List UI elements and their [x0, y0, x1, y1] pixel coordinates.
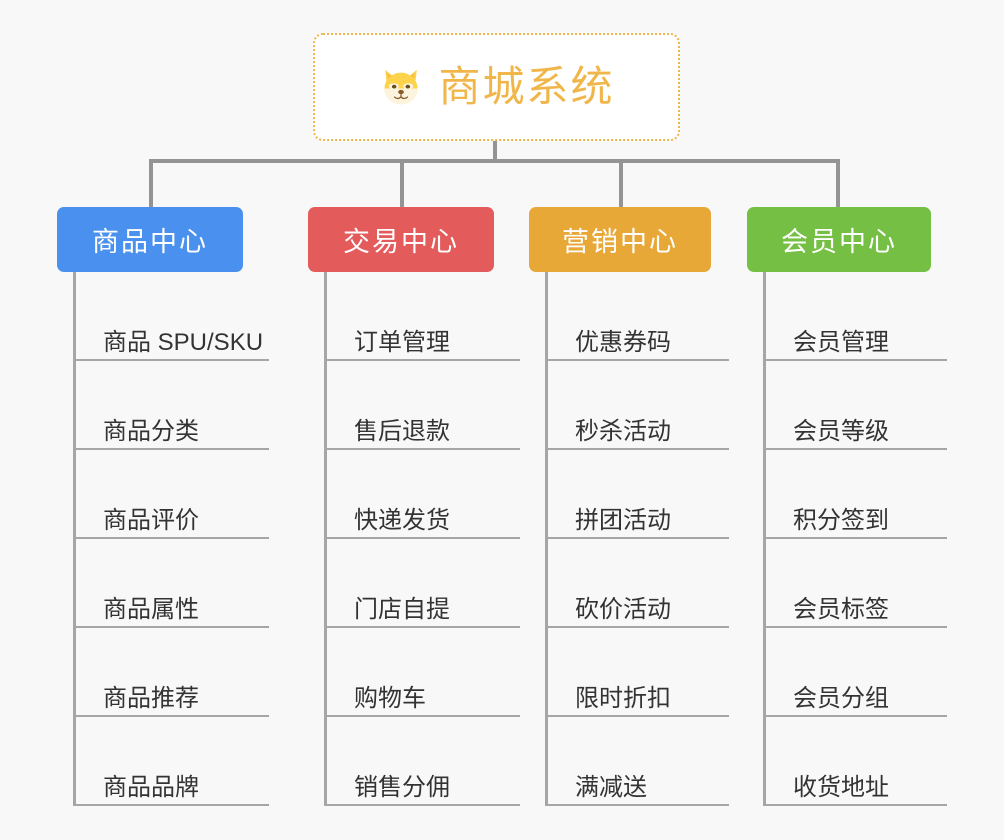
category-title: 交易中心: [343, 227, 459, 257]
leaf-label: 商品 SPU/SKU: [103, 328, 264, 356]
column-marketing-center: 营销中心 优惠券码 秒杀活动 拼团活动 砍价活动 限时折扣 满减送: [529, 207, 729, 806]
connector-drop-2: [400, 159, 404, 209]
leaf-label: 会员等级: [793, 417, 889, 445]
leaf-label: 商品推荐: [103, 684, 199, 712]
leaf-label: 销售分佣: [354, 773, 450, 801]
leaf-item[interactable]: 满减送: [545, 717, 729, 806]
root-node-title: 商城系统: [438, 63, 615, 110]
category-title: 营销中心: [562, 227, 678, 257]
leaf-label: 商品品牌: [103, 773, 199, 801]
leaf-item[interactable]: 商品推荐: [73, 628, 269, 717]
leaf-item[interactable]: 快递发货: [324, 450, 520, 539]
leaf-item[interactable]: 收货地址: [763, 717, 947, 806]
leaf-spine: [73, 272, 76, 806]
leaf-label: 砍价活动: [575, 595, 671, 623]
leaf-spine: [324, 272, 327, 806]
leaf-item[interactable]: 销售分佣: [324, 717, 520, 806]
leaf-list-product-center: 商品 SPU/SKU 商品分类 商品评价 商品属性 商品推荐 商品品牌: [57, 272, 269, 806]
leaf-item[interactable]: 商品分类: [73, 361, 269, 450]
leaf-item[interactable]: 秒杀活动: [545, 361, 729, 450]
connector-root-stem: [493, 141, 497, 163]
leaf-label: 商品属性: [103, 595, 199, 623]
leaf-label: 满减送: [575, 773, 647, 801]
leaf-item[interactable]: 售后退款: [324, 361, 520, 450]
leaf-list-trade-center: 订单管理 售后退款 快递发货 门店自提 购物车 销售分佣: [308, 272, 520, 806]
leaf-label: 售后退款: [354, 417, 450, 445]
shiba-dog-face-icon: [378, 64, 424, 110]
leaf-item[interactable]: 会员等级: [763, 361, 947, 450]
leaf-item[interactable]: 会员管理: [763, 272, 947, 361]
leaf-label: 积分签到: [793, 506, 889, 534]
leaf-item[interactable]: 拼团活动: [545, 450, 729, 539]
leaf-item[interactable]: 商品属性: [73, 539, 269, 628]
leaf-item[interactable]: 商品 SPU/SKU: [73, 272, 269, 361]
category-title: 商品中心: [92, 227, 208, 257]
connector-horizontal-bar: [149, 159, 840, 163]
leaf-item[interactable]: 积分签到: [763, 450, 947, 539]
leaf-label: 购物车: [354, 684, 426, 712]
leaf-label: 商品分类: [103, 417, 199, 445]
leaf-label: 收货地址: [793, 773, 889, 801]
category-title: 会员中心: [781, 227, 897, 257]
connector-drop-1: [149, 159, 153, 209]
root-node-mall-system[interactable]: 商城系统: [313, 33, 680, 141]
leaf-label: 门店自提: [354, 595, 450, 623]
category-header-product-center[interactable]: 商品中心: [57, 207, 243, 272]
leaf-item[interactable]: 砍价活动: [545, 539, 729, 628]
leaf-label: 会员标签: [793, 595, 889, 623]
category-header-trade-center[interactable]: 交易中心: [308, 207, 494, 272]
leaf-item[interactable]: 商品品牌: [73, 717, 269, 806]
leaf-item[interactable]: 订单管理: [324, 272, 520, 361]
leaf-label: 优惠券码: [575, 328, 671, 356]
leaf-item[interactable]: 会员标签: [763, 539, 947, 628]
leaf-item[interactable]: 门店自提: [324, 539, 520, 628]
column-member-center: 会员中心 会员管理 会员等级 积分签到 会员标签 会员分组 收货地址: [747, 207, 947, 806]
leaf-label: 商品评价: [103, 506, 199, 534]
leaf-label: 限时折扣: [575, 684, 671, 712]
leaf-label: 订单管理: [354, 328, 450, 356]
leaf-label: 快递发货: [354, 506, 450, 534]
leaf-item[interactable]: 商品评价: [73, 450, 269, 539]
leaf-list-member-center: 会员管理 会员等级 积分签到 会员标签 会员分组 收货地址: [747, 272, 947, 806]
category-header-marketing-center[interactable]: 营销中心: [529, 207, 711, 272]
connector-drop-4: [836, 159, 840, 209]
leaf-spine: [763, 272, 766, 806]
leaf-item[interactable]: 购物车: [324, 628, 520, 717]
leaf-item[interactable]: 限时折扣: [545, 628, 729, 717]
leaf-item[interactable]: 会员分组: [763, 628, 947, 717]
leaf-label: 会员分组: [793, 684, 889, 712]
leaf-spine: [545, 272, 548, 806]
column-trade-center: 交易中心 订单管理 售后退款 快递发货 门店自提 购物车 销售分佣: [308, 207, 520, 806]
leaf-label: 秒杀活动: [575, 417, 671, 445]
column-product-center: 商品中心 商品 SPU/SKU 商品分类 商品评价 商品属性 商品推荐 商品品牌: [57, 207, 269, 806]
leaf-list-marketing-center: 优惠券码 秒杀活动 拼团活动 砍价活动 限时折扣 满减送: [529, 272, 729, 806]
leaf-label: 会员管理: [793, 328, 889, 356]
leaf-label: 拼团活动: [575, 506, 671, 534]
leaf-item[interactable]: 优惠券码: [545, 272, 729, 361]
connector-drop-3: [619, 159, 623, 209]
category-header-member-center[interactable]: 会员中心: [747, 207, 931, 272]
